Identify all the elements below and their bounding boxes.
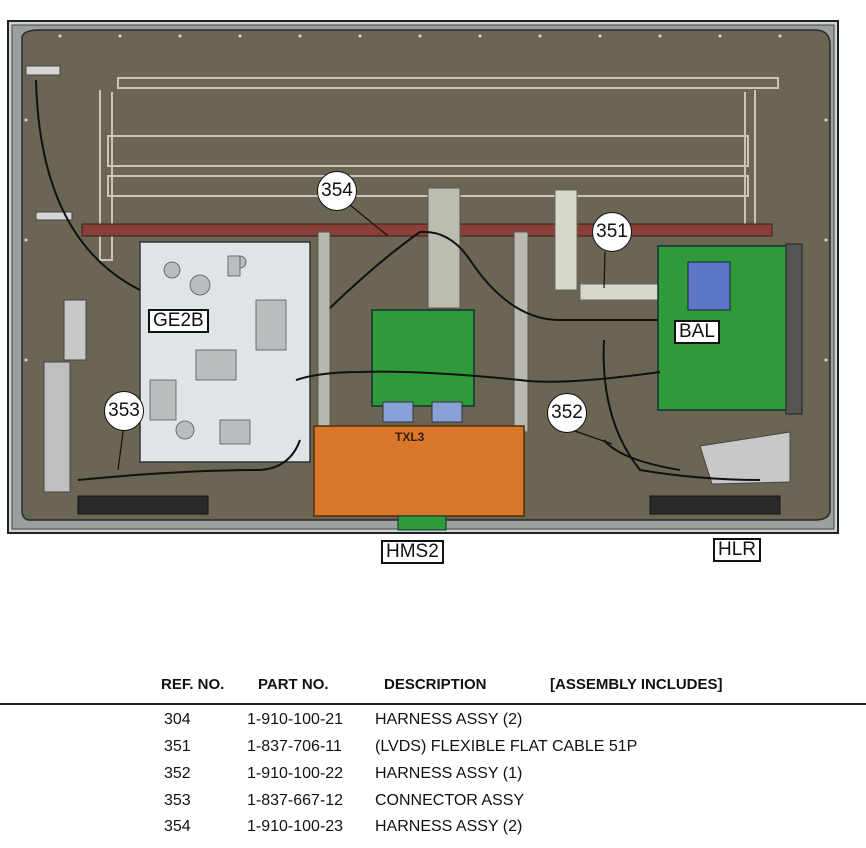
- left-side-frame: [43, 361, 71, 493]
- post-left: [317, 231, 331, 433]
- callout-352: 352: [547, 393, 587, 433]
- speaker-left: [77, 495, 209, 515]
- cell-ref: 304: [164, 711, 191, 728]
- header-ref-no: REF. NO.: [161, 676, 225, 693]
- callout-354: 354: [317, 171, 357, 211]
- lvds-cable: [554, 189, 578, 291]
- cell-ref: 353: [164, 792, 191, 809]
- cell-ref: 351: [164, 738, 191, 755]
- label-hms2: HMS2: [381, 540, 444, 564]
- board-txl3: [313, 425, 525, 517]
- label-bal: BAL: [674, 320, 720, 344]
- board-hms2: [397, 515, 447, 531]
- header-description: DESCRIPTION: [384, 676, 487, 693]
- speaker-right: [649, 495, 781, 515]
- stand-bracket-right: [699, 431, 791, 485]
- label-ge2b: GE2B: [148, 309, 209, 333]
- callout-353: 353: [104, 391, 144, 431]
- tcon-connector-a: [382, 401, 414, 423]
- left-bracket-top: [25, 65, 61, 76]
- centre-bracket: [427, 187, 461, 309]
- harness-cables: [35, 79, 761, 481]
- cell-part: 1-910-100-22: [247, 765, 344, 782]
- tv-rear-exploded-diagram: [7, 20, 839, 534]
- header-assembly-includes: [ASSEMBLY INCLUDES]: [550, 676, 723, 693]
- left-bracket: [35, 211, 73, 221]
- tcon-connector-b: [431, 401, 463, 423]
- bal-heatsink: [687, 261, 731, 311]
- post-right: [513, 231, 529, 433]
- header-part-no: PART NO.: [258, 676, 329, 693]
- cell-ref: 354: [164, 818, 191, 835]
- table-divider: [0, 703, 866, 705]
- label-txl3: TXL3: [395, 430, 425, 444]
- label-hlr: HLR: [713, 538, 762, 562]
- mounting-bar: [81, 223, 773, 237]
- cell-part: 1-837-667-12: [247, 792, 344, 809]
- cell-ref: 352: [164, 765, 191, 782]
- cell-part: 1-837-706-11: [247, 738, 342, 755]
- board-tcon: [371, 309, 475, 407]
- left-mount-plate: [63, 299, 87, 361]
- screw-holes: [24, 34, 828, 362]
- cell-desc: HARNESS ASSY (2): [375, 711, 523, 728]
- cell-desc: CONNECTOR ASSY: [375, 792, 525, 809]
- ge2b-components: [149, 255, 287, 445]
- callout-351: 351: [592, 212, 632, 252]
- cell-part: 1-910-100-23: [247, 818, 344, 835]
- bal-connector-strip: [785, 243, 803, 415]
- cell-desc: HARNESS ASSY (2): [375, 818, 523, 835]
- cell-desc: HARNESS ASSY (1): [375, 765, 523, 782]
- lvds-cable-tail: [579, 283, 661, 301]
- callout-leaders: [117, 204, 613, 471]
- cell-part: 1-910-100-21: [247, 711, 344, 728]
- cell-desc: (LVDS) FLEXIBLE FLAT CABLE 51P: [375, 738, 638, 755]
